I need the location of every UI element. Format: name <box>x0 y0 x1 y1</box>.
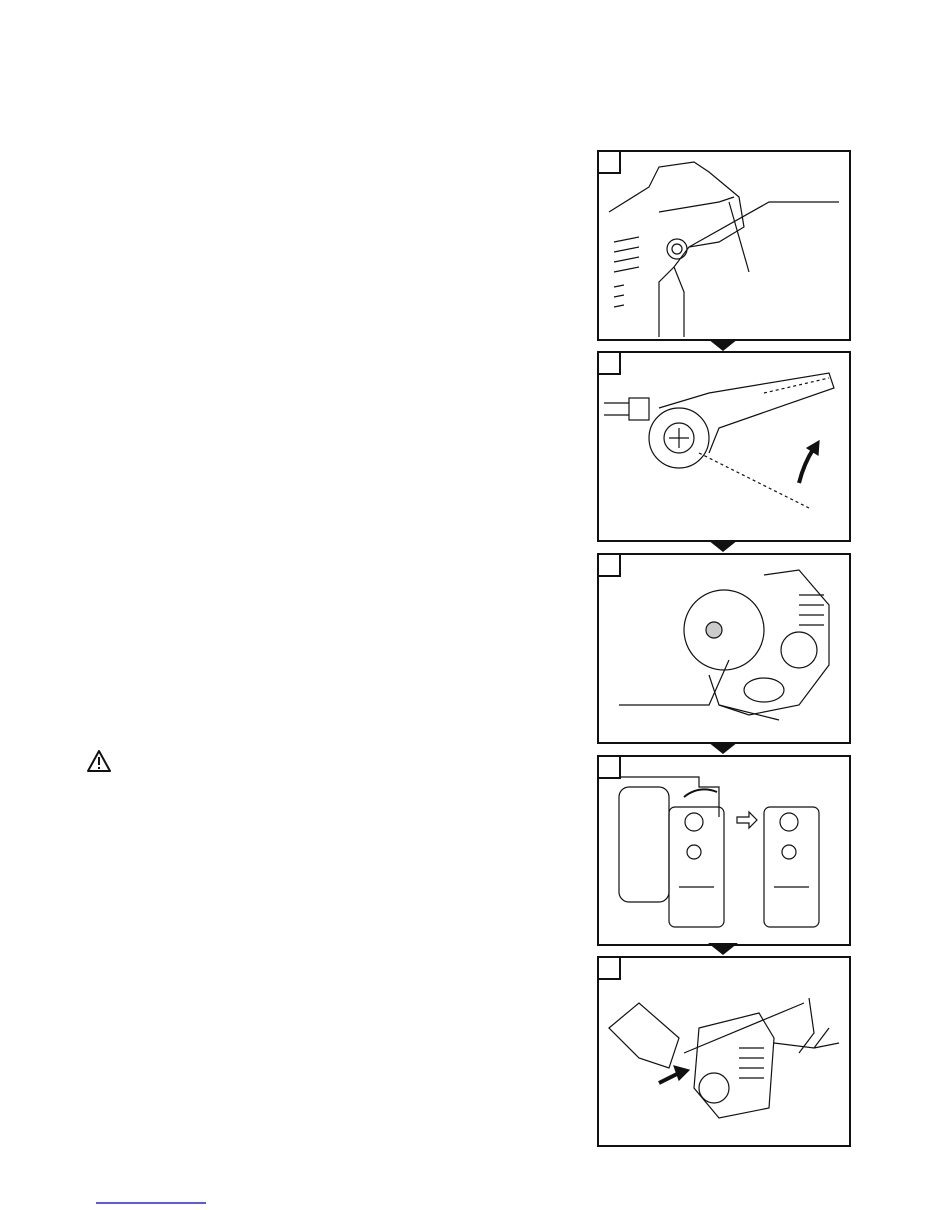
illustration-panel-3 <box>597 553 851 744</box>
step-number-box <box>599 152 621 174</box>
illustration-panel-2 <box>597 351 851 542</box>
warning-triangle-icon <box>87 750 111 772</box>
down-arrow-icon <box>708 742 738 754</box>
engine-housing-illustration <box>608 161 839 337</box>
step-number-box <box>599 958 621 980</box>
illustration-panel-4 <box>597 755 851 946</box>
engine-illustration <box>619 569 830 721</box>
carburetor-illustration <box>618 776 820 928</box>
illustration-panel-5 <box>597 956 851 1147</box>
priming-illustration <box>608 997 840 1119</box>
step-number-box <box>599 757 621 779</box>
down-arrow-icon <box>708 943 738 955</box>
down-arrow-icon <box>708 339 738 351</box>
down-arrow-icon <box>708 540 738 552</box>
illustration-panel-1 <box>597 150 851 341</box>
step-number-box <box>599 353 621 375</box>
link-underline[interactable] <box>96 1202 206 1204</box>
step-number-box <box>599 555 621 577</box>
wrench-illustration <box>604 372 835 509</box>
